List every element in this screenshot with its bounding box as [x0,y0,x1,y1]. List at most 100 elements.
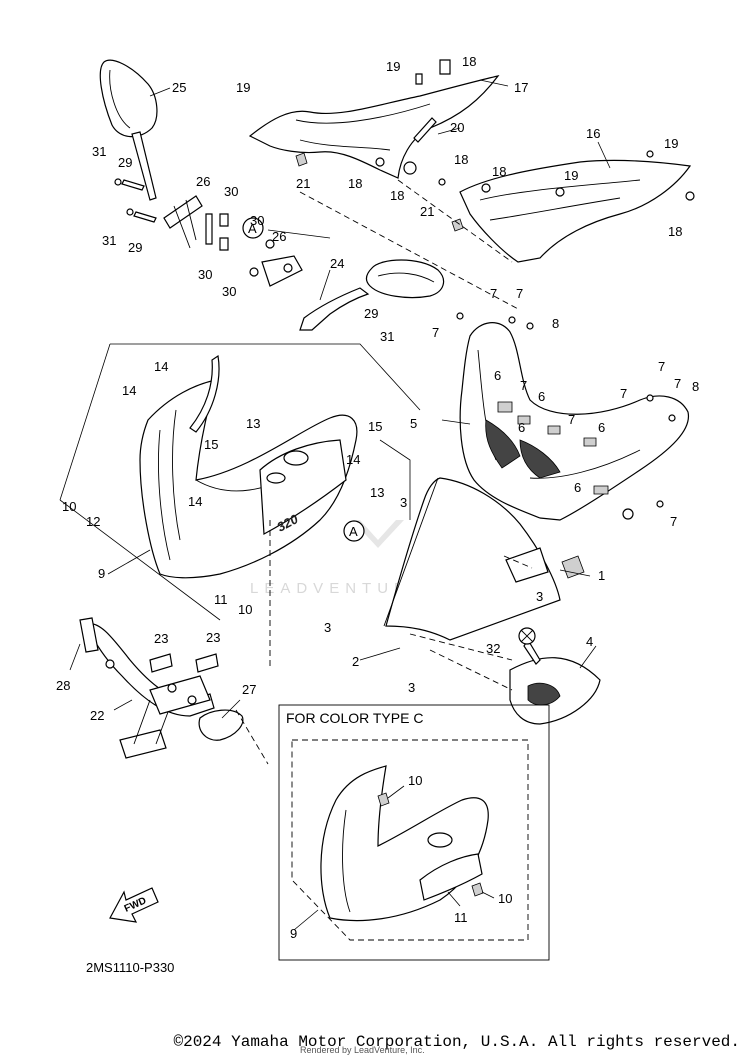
part-label: 7 [658,359,665,374]
callout-a-bottom-text: A [349,524,358,539]
part-label: 2 [352,654,359,669]
part-label: 31 [102,233,116,248]
part-label: 7 [620,386,627,401]
part-label: 28 [56,678,70,693]
part-label: 9 [98,566,105,581]
headlight-stay [79,617,244,759]
part-label: 19 [664,136,678,151]
part-label: 17 [514,80,528,95]
part-label: 3 [536,589,543,604]
inner-panel-right [438,150,695,263]
grommet [518,627,536,645]
color-type-c-panel: FOR COLOR TYPE C [278,704,550,961]
part-label: 25 [172,80,186,95]
part-label: 32 [486,641,500,656]
rendered-by-notice: Rendered by LeadVenture, Inc. [300,1045,425,1055]
part-label: 13 [370,485,384,500]
color-type-c-title: FOR COLOR TYPE C [286,710,423,726]
part-label: 15 [368,419,382,434]
part-label: 14 [154,359,168,374]
part-label: 10 [498,891,512,906]
callout-marker-a-top: A [242,217,264,239]
part-label: 14 [188,494,202,509]
part-label: 18 [492,164,506,179]
part-label: 26 [272,229,286,244]
part-label: 27 [242,682,256,697]
part-label: 4 [586,634,593,649]
part-label: 16 [586,126,600,141]
part-label: 30 [224,184,238,199]
part-label: 7 [432,325,439,340]
part-label: 22 [90,708,104,723]
diagram-code: 2MS1110-P330 [86,960,174,975]
part-label: 11 [454,910,468,925]
part-label: 31 [92,144,106,159]
rear-view-mirror-left [249,239,445,331]
part-label: 3 [400,495,407,510]
part-label: 11 [214,592,228,607]
windshield [383,477,585,641]
callout-a-top-text: A [248,221,257,236]
callout-marker-a-bottom: A [343,520,365,542]
part-label: 26 [196,174,210,189]
part-label: 10 [408,773,422,788]
part-number-labels: 1 2 3 3 3 3 4 5 6 6 6 6 6 7 7 7 7 7 7 7 … [56,54,699,941]
part-label: 18 [668,224,682,239]
part-label: 29 [128,240,142,255]
part-label: 10 [62,499,76,514]
part-label: 30 [250,213,264,228]
copyright-notice: ©2024 Yamaha Motor Corporation, U.S.A. A… [173,1033,741,1051]
part-label: 18 [462,54,476,69]
guide-lines [235,179,533,765]
part-label: 19 [564,168,578,183]
front-cowling-main: 320 [139,354,358,579]
part-label: 21 [420,204,434,219]
part-label: 29 [118,155,132,170]
part-label: 10 [238,602,252,617]
part-label: 18 [348,176,362,191]
assembly-bracket-lines [59,229,421,621]
part-label: 31 [380,329,394,344]
part-label: 21 [296,176,310,191]
part-label: 19 [236,80,250,95]
part-label: 7 [670,514,677,529]
part-label: 30 [222,284,236,299]
forward-direction-arrow: FWD [109,887,159,923]
watermark-text: LEADVENTURE [250,580,427,597]
part-label: 19 [386,59,400,74]
part-label: 7 [520,378,527,393]
part-label: 8 [552,316,559,331]
part-label: 3 [324,620,331,635]
part-label: 12 [86,514,100,529]
duct-bracket [509,638,601,725]
part-label: 29 [364,306,378,321]
part-label: 6 [598,420,605,435]
part-label: 3 [408,680,415,695]
part-label: 14 [346,452,360,467]
part-label: 14 [122,383,136,398]
part-label: 1 [598,568,605,583]
part-label: 7 [568,412,575,427]
rear-view-mirror-right [99,59,229,251]
part-label: 15 [204,437,218,452]
leader-lines [69,79,611,719]
part-label: 23 [154,631,168,646]
part-label: 8 [692,379,699,394]
part-label: 6 [538,389,545,404]
color-type-c-frame [278,704,550,961]
part-label: 6 [518,420,525,435]
part-label: 30 [198,267,212,282]
part-label: 24 [330,256,344,271]
part-label: 9 [290,926,297,941]
inner-panel-left [248,59,500,179]
part-label: 6 [494,368,501,383]
part-label: 18 [454,152,468,167]
front-inner-cowling [456,312,690,521]
part-label: 18 [390,188,404,203]
part-label: 23 [206,630,220,645]
watermark: LEADVENTURE [250,520,427,597]
part-label: 20 [450,120,464,135]
part-label: 13 [246,416,260,431]
part-label: 6 [574,480,581,495]
